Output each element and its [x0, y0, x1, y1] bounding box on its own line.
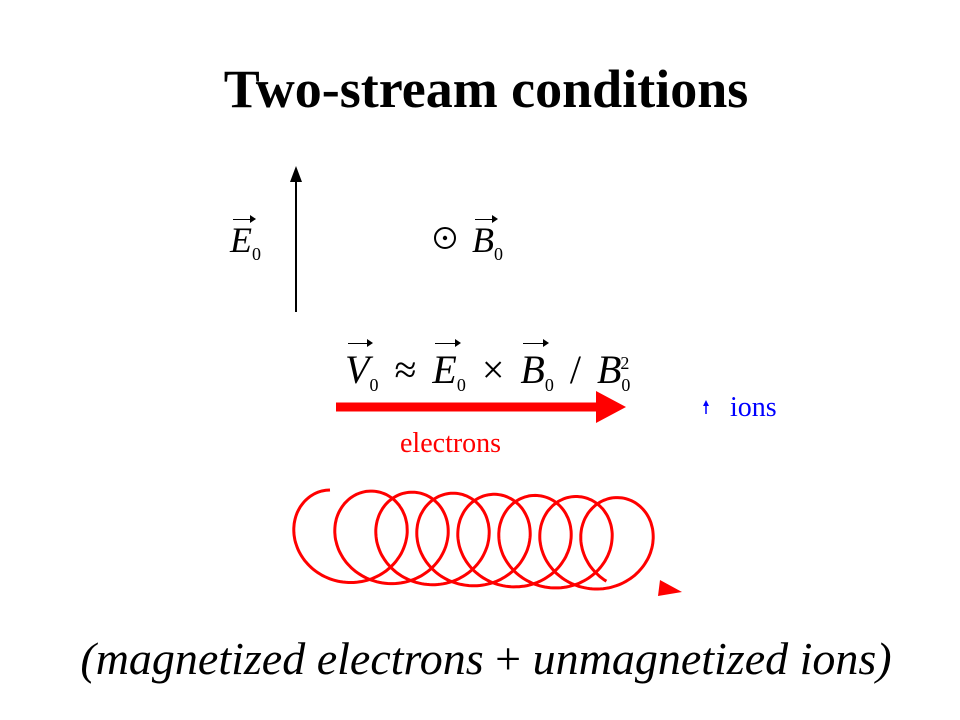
gyration-helix-icon — [292, 488, 682, 596]
slide-title: Two-stream conditions — [223, 59, 749, 119]
e-field-symbol: E — [230, 215, 256, 260]
caption-part2: unmagnetized ions) — [532, 633, 892, 684]
eq-b2-superscript: 2 — [620, 353, 630, 373]
e-field-arrow-icon — [290, 166, 302, 312]
slash-operator: / — [569, 347, 581, 392]
eq-b-subscript: 0 — [544, 375, 554, 395]
v-symbol: V — [345, 339, 374, 392]
times-operator: × — [481, 347, 505, 392]
eq-e-symbol: E — [432, 339, 462, 392]
odot-icon — [434, 227, 456, 249]
eq-b-symbol: B — [520, 339, 550, 392]
eq-e-subscript: 0 — [456, 375, 466, 395]
v-subscript: 0 — [369, 375, 379, 395]
caption: (magnetized electrons + unmagnetized ion… — [0, 632, 960, 685]
ion-arrow-icon — [703, 400, 709, 414]
ions-label: ions — [730, 392, 777, 423]
electron-drift-arrow-icon — [336, 391, 626, 423]
electrons-label: electrons — [400, 428, 502, 459]
caption-part1: (magnetized electrons — [80, 633, 484, 684]
b-field-symbol: B — [472, 215, 498, 260]
approx-operator: ≈ — [394, 347, 417, 392]
eq-b2-subscript: 0 — [621, 375, 631, 395]
e-field-subscript: 0 — [252, 244, 261, 264]
e-field-label: E0 — [230, 215, 261, 264]
b-field-subscript: 0 — [494, 244, 503, 264]
eq-b2-symbol: B — [596, 347, 622, 392]
drift-velocity-equation: V0 ≈ E0 × B0 / B02 — [345, 339, 631, 396]
b-field-label: B0 — [472, 215, 503, 264]
caption-plus: + — [495, 633, 522, 684]
